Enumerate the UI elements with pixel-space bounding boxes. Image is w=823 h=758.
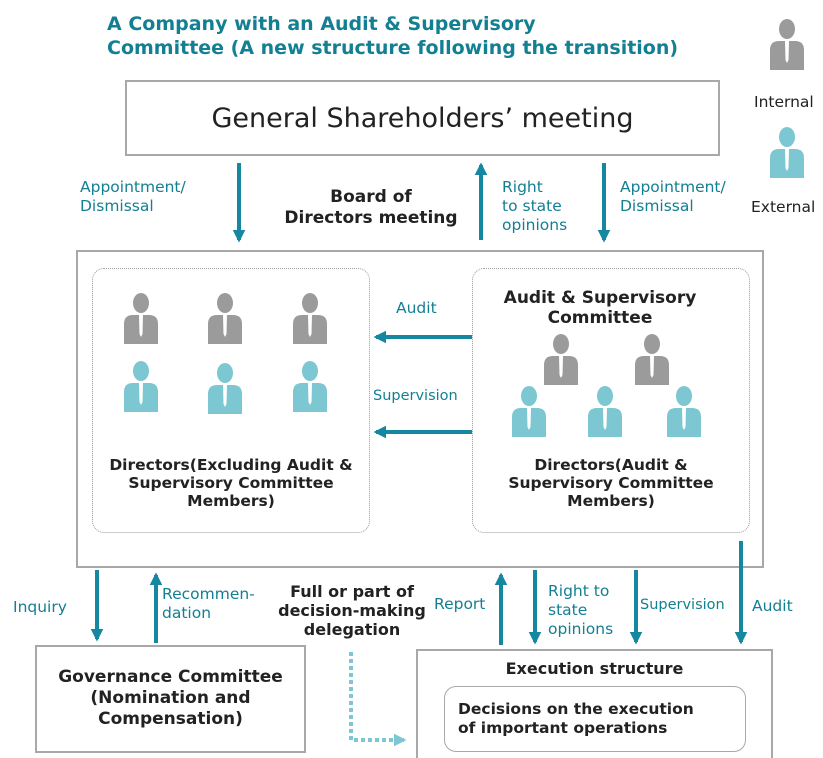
legend-internal-label: Internal <box>754 93 814 111</box>
board-line-1: Board of <box>330 187 412 207</box>
shareholders-meeting-box: General Shareholders’ meeting <box>125 80 720 156</box>
decisions-line-1: Decisions on the execution <box>458 700 694 718</box>
delegation-line-2: decision-making <box>278 601 426 620</box>
recommendation-line-2: dation <box>162 604 212 622</box>
directors-left-line-2: Supervisory Committee <box>128 474 334 492</box>
right-state-line-2: to state <box>502 197 562 215</box>
right-to-state-line-3: opinions <box>548 620 614 638</box>
audit-committee-title-line-1: Audit & Supervisory <box>503 288 697 308</box>
report-label: Report <box>434 595 486 613</box>
audit-supervisory-committee-box <box>472 268 750 533</box>
right-state-line-1: Right <box>502 178 543 196</box>
title-line-2: Committee (A new structure following the… <box>107 37 679 59</box>
delegation-dotted-arrow <box>349 652 407 747</box>
board-of-directors-label: Board of Directors meeting <box>276 187 466 229</box>
appointment-left-line-2: Dismissal <box>80 197 154 215</box>
governance-line-3: Compensation) <box>98 709 243 729</box>
important-operations-decisions-box: Decisions on the execution of important … <box>444 686 746 752</box>
inquiry-label: Inquiry <box>13 598 67 616</box>
board-line-2: Directors meeting <box>284 208 458 228</box>
appointment-dismissal-right-label: Appointment/ Dismissal <box>620 178 726 216</box>
delegation-line-1: Full or part of <box>290 582 414 601</box>
delegation-label: Full or part of decision-making delegati… <box>272 582 432 639</box>
right-to-state-line-1: Right to <box>548 582 610 600</box>
audit-arrow-label: Audit <box>396 299 437 317</box>
audit-committee-title: Audit & Supervisory Committee <box>472 288 728 328</box>
directors-excluding-audit-label: Directors(Excluding Audit & Supervisory … <box>92 456 370 510</box>
right-state-line-3: opinions <box>502 216 568 234</box>
audit-members-line-3: Members) <box>567 492 655 510</box>
supervision-bottom-label: Supervision <box>640 597 725 613</box>
audit-bottom-label: Audit <box>752 597 793 615</box>
audit-committee-members-label: Directors(Audit & Supervisory Committee … <box>472 456 750 510</box>
audit-members-line-1: Directors(Audit & <box>534 456 688 474</box>
supervision-arrow-label: Supervision <box>373 388 458 404</box>
appointment-right-line-2: Dismissal <box>620 197 694 215</box>
governance-line-1: Governance Committee <box>58 667 283 687</box>
decisions-line-2: of important operations <box>458 719 668 737</box>
recommendation-label: Recommen- dation <box>162 585 255 623</box>
audit-members-line-2: Supervisory Committee <box>508 474 714 492</box>
right-to-state-line-2: state <box>548 601 588 619</box>
execution-structure-title: Execution structure <box>505 659 684 678</box>
appointment-left-line-1: Appointment/ <box>80 178 186 196</box>
legend-external-label: External <box>751 198 816 216</box>
audit-committee-title-line-2: Committee <box>547 308 653 328</box>
right-to-state-opinions-bottom-label: Right to state opinions <box>548 582 613 639</box>
right-to-state-opinions-top-label: Right to state opinions <box>502 178 567 235</box>
title-line-1: A Company with an Audit & Supervisory <box>107 13 536 35</box>
appointment-dismissal-left-label: Appointment/ Dismissal <box>80 178 186 216</box>
directors-left-line-1: Directors(Excluding Audit & <box>109 456 353 474</box>
appointment-right-line-1: Appointment/ <box>620 178 726 196</box>
recommendation-line-1: Recommen- <box>162 585 255 603</box>
diagram-title: A Company with an Audit & Supervisory Co… <box>107 12 678 60</box>
shareholders-meeting-label: General Shareholders’ meeting <box>211 102 634 134</box>
governance-line-2: (Nomination and <box>90 688 251 708</box>
directors-left-line-3: Members) <box>187 492 275 510</box>
delegation-line-3: delegation <box>303 620 401 639</box>
governance-committee-box: Governance Committee (Nomination and Com… <box>35 645 306 753</box>
